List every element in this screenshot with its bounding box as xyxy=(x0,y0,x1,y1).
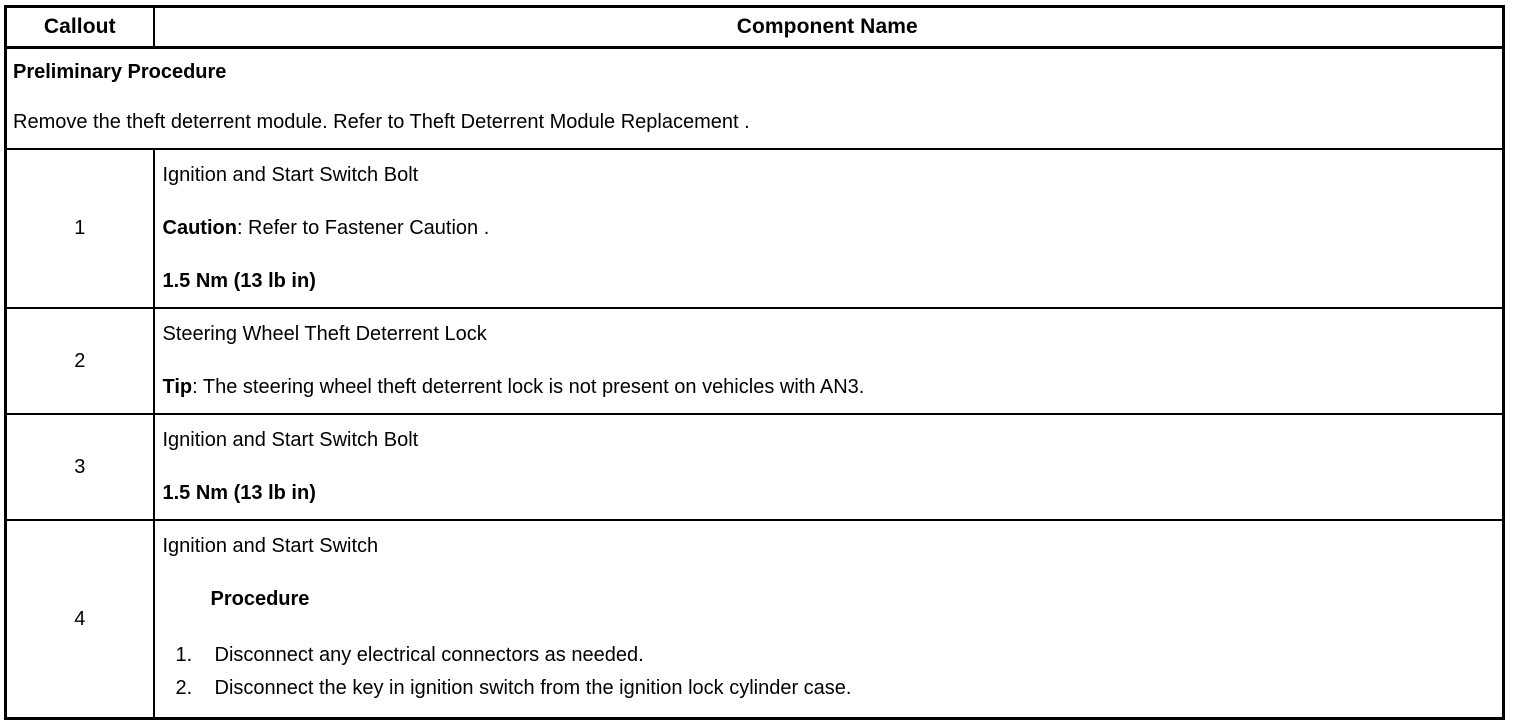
caution-note: Caution: Refer to Fastener Caution . xyxy=(163,215,1495,242)
step-marker: 2. xyxy=(175,677,193,699)
component-description-cell: Steering Wheel Theft Deterrent Lock Tip:… xyxy=(153,307,1504,415)
component-description-cell: Ignition and Start Switch Procedure 1. Di… xyxy=(153,519,1504,719)
tip-note: Tip: The steering wheel theft deterrent … xyxy=(163,374,1495,401)
table-row: 3 Ignition and Start Switch Bolt 1.5 Nm … xyxy=(5,413,1504,521)
callout-number: 4 xyxy=(5,519,155,719)
table-row: 4 Ignition and Start Switch Procedure 1.… xyxy=(5,519,1504,719)
callout-number: 3 xyxy=(5,413,155,521)
table-body: Preliminary Procedure Remove the theft d… xyxy=(5,47,1504,719)
callout-number: 2 xyxy=(5,307,155,415)
column-header-component-name-label: Component Name xyxy=(736,15,918,38)
preliminary-procedure-row: Preliminary Procedure Remove the theft d… xyxy=(5,47,1504,150)
component-name-text: Ignition and Start Switch xyxy=(162,535,379,557)
preliminary-procedure-title: Preliminary Procedure xyxy=(13,61,227,83)
caution-label: Caution xyxy=(162,217,237,239)
procedure-step: 1. Disconnect any electrical connectors a… xyxy=(163,639,1495,672)
tip-label: Tip xyxy=(162,376,193,398)
table-row: 1 Ignition and Start Switch Bolt Caution… xyxy=(5,148,1504,309)
table-row: 2 Steering Wheel Theft Deterrent Lock Ti… xyxy=(5,307,1504,415)
torque-spec: 1.5 Nm (13 lb in) xyxy=(162,482,316,504)
step-text: Disconnect any electrical connectors as … xyxy=(214,644,644,666)
column-header-component-name: Component Name xyxy=(153,6,1504,49)
component-table: Callout Component Name Preliminary Proce… xyxy=(4,5,1505,720)
tip-text: : The steering wheel theft deterrent loc… xyxy=(192,376,865,398)
table-header: Callout Component Name xyxy=(5,6,1504,49)
procedure-heading: Procedure xyxy=(210,588,310,610)
component-description-cell: Ignition and Start Switch Bolt 1.5 Nm (1… xyxy=(153,413,1504,521)
component-name-text: Ignition and Start Switch Bolt xyxy=(162,164,419,186)
torque-spec: 1.5 Nm (13 lb in) xyxy=(162,270,316,292)
column-header-callout: Callout xyxy=(5,6,155,49)
header-row: Callout Component Name xyxy=(5,6,1504,49)
callout-number: 1 xyxy=(5,148,155,309)
component-name-text: Steering Wheel Theft Deterrent Lock xyxy=(162,323,487,345)
step-text: Disconnect the key in ignition switch fr… xyxy=(214,677,852,699)
preliminary-procedure-text: Remove the theft deterrent module. Refer… xyxy=(13,111,750,133)
procedure-step-list: 1. Disconnect any electrical connectors a… xyxy=(163,639,1495,705)
document-page: Callout Component Name Preliminary Proce… xyxy=(4,5,1505,720)
preliminary-procedure-cell: Preliminary Procedure Remove the theft d… xyxy=(5,47,1504,150)
component-description-cell: Ignition and Start Switch Bolt Caution: … xyxy=(153,148,1504,309)
caution-text: : Refer to Fastener Caution . xyxy=(236,217,490,239)
component-name-text: Ignition and Start Switch Bolt xyxy=(162,429,419,451)
procedure-step: 2. Disconnect the key in ignition switch … xyxy=(163,672,1495,705)
step-marker: 1. xyxy=(175,644,193,666)
